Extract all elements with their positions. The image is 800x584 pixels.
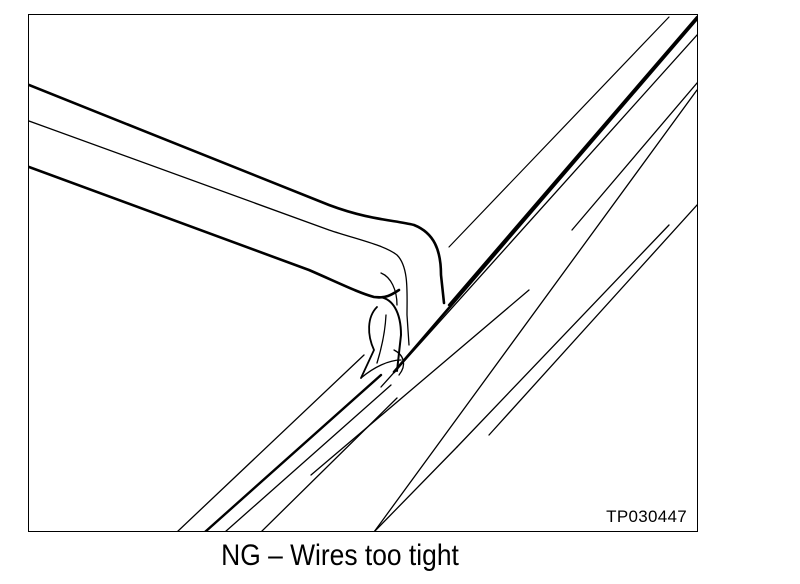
figure-caption: NG – Wires too tight — [221, 539, 459, 572]
rail-lower-left-1 — [177, 354, 365, 531]
illustration-frame: TP030447 — [28, 14, 698, 532]
harness-fold-2 — [376, 314, 387, 364]
wire-harness — [29, 83, 446, 379]
harness-bend-outer — [380, 272, 398, 306]
rail-lower-mid-2 — [310, 289, 530, 476]
harness-bottom-edge — [29, 165, 401, 299]
rail-edge-lower — [373, 89, 697, 531]
harness-fold-1 — [360, 306, 378, 379]
harness-fold-3 — [360, 359, 402, 379]
rail-lower-left-2 — [204, 373, 383, 531]
figure-id-code: TP030447 — [606, 507, 687, 526]
rail-edge-top — [447, 15, 697, 307]
harness-bend-inner — [373, 295, 402, 372]
rail-lower-right-3 — [488, 204, 697, 436]
wire-harness-illustration — [29, 15, 697, 531]
bracket-rail — [177, 15, 697, 531]
rail-lower-mid-1 — [261, 397, 398, 531]
rail-lower-right-2 — [374, 446, 458, 531]
harness-center-line — [29, 120, 410, 346]
rail-edge-main — [392, 17, 697, 374]
harness-pinch-point — [393, 349, 405, 376]
harness-top-edge — [29, 83, 446, 305]
rail-edge-far — [571, 82, 697, 231]
rail-lower-left-3 — [225, 384, 392, 531]
rail-edge-highlight — [448, 16, 670, 248]
rail-edge-inner — [380, 34, 697, 388]
rail-lower-right-1 — [456, 224, 670, 448]
